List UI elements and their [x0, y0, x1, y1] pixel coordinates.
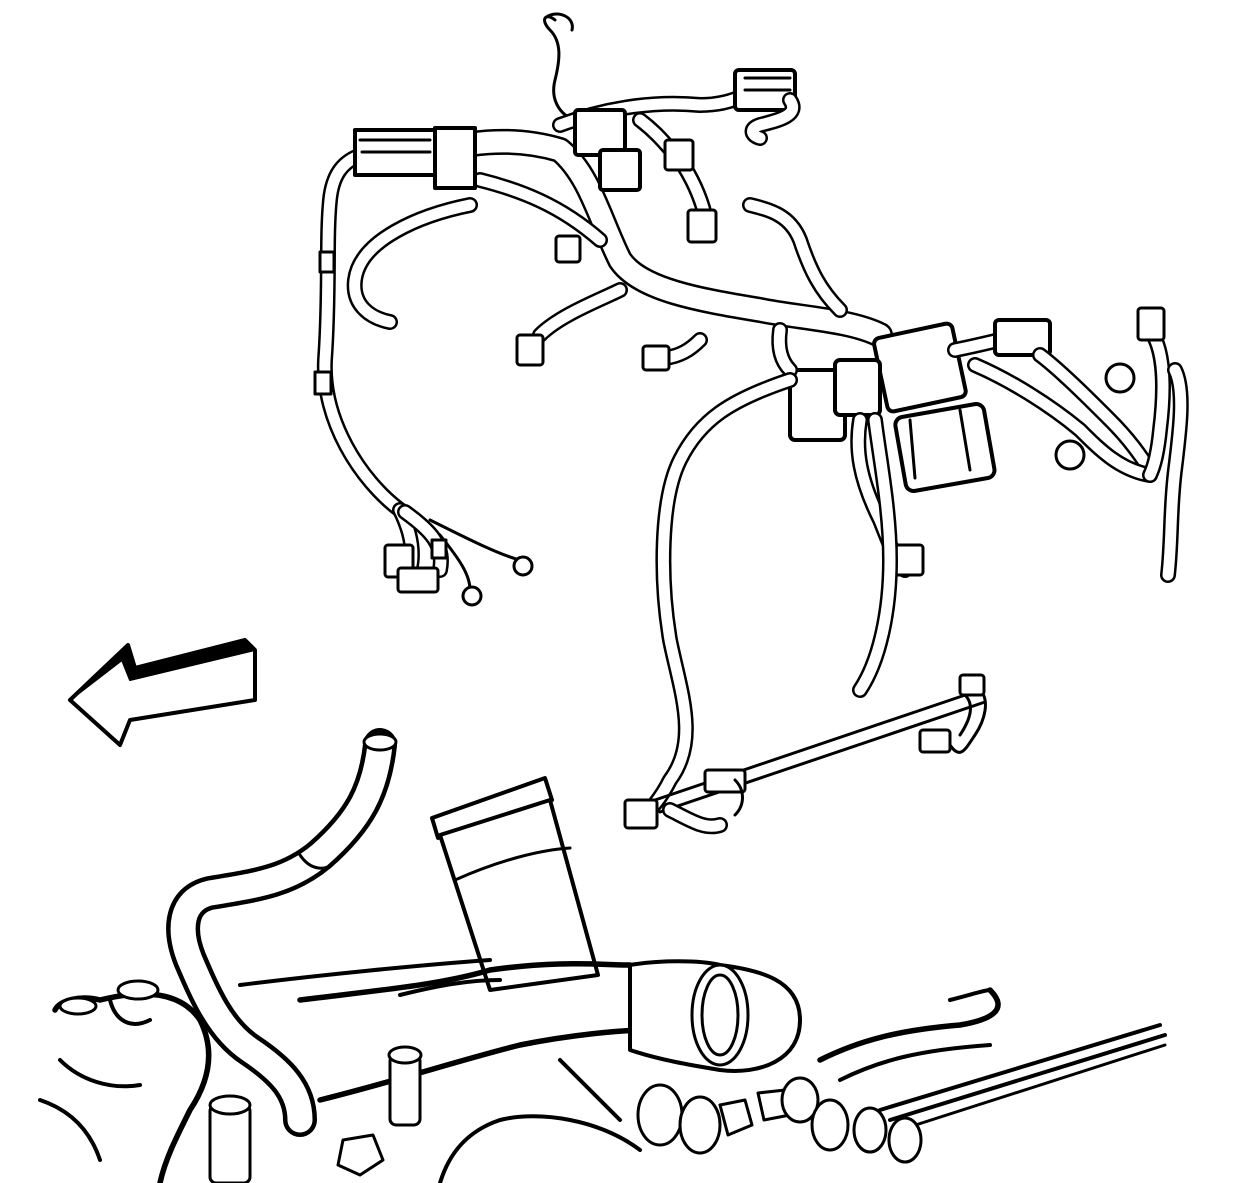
wiring-harness	[313, 12, 1189, 835]
bolt	[208, 1094, 252, 1116]
connector	[623, 798, 659, 830]
bolt	[208, 1103, 252, 1183]
engine-block	[38, 959, 1167, 1183]
connector	[893, 543, 925, 577]
nut	[336, 1133, 385, 1177]
connector	[993, 318, 1052, 357]
harness-clip	[554, 234, 582, 264]
harness-lower-branch	[623, 372, 987, 835]
connector	[1136, 306, 1166, 342]
ground-terminal	[1104, 362, 1136, 394]
harness-main-trunk	[353, 126, 893, 372]
intake-opening	[700, 973, 740, 1057]
pipe-end	[362, 732, 398, 752]
fitting	[780, 1076, 820, 1124]
bolt	[388, 1053, 422, 1127]
fitting	[852, 1106, 888, 1154]
fitting	[636, 1083, 684, 1147]
ground-terminal	[1054, 439, 1086, 471]
connector	[396, 566, 440, 594]
nut	[718, 1098, 754, 1137]
connector	[833, 358, 882, 417]
connector	[641, 344, 671, 372]
relay-box	[893, 402, 997, 493]
bolt	[387, 1045, 423, 1065]
fitting	[678, 1095, 722, 1155]
connector	[598, 148, 642, 192]
connector	[430, 538, 448, 560]
throttle-body-inlet-tube	[238, 776, 600, 997]
connector	[512, 555, 534, 577]
connector	[663, 138, 695, 172]
coolant-pipe	[166, 728, 398, 1137]
connector	[515, 333, 545, 367]
harness-clip	[318, 250, 336, 274]
harness-clip	[958, 673, 986, 697]
harness-left-branch	[313, 142, 534, 607]
harness-top-branch	[543, 12, 848, 318]
harness-clip	[313, 370, 333, 396]
relay-box	[872, 321, 968, 414]
fitting	[887, 1116, 923, 1164]
connector-block	[433, 126, 477, 190]
connector	[686, 208, 718, 244]
connector	[461, 585, 483, 607]
harness-right-branch	[771, 306, 1189, 698]
bolt	[58, 996, 98, 1016]
connector	[918, 728, 952, 754]
fitting	[810, 1098, 850, 1152]
direction-arrow	[68, 638, 257, 747]
connector	[703, 768, 747, 794]
bolt	[116, 979, 160, 1001]
